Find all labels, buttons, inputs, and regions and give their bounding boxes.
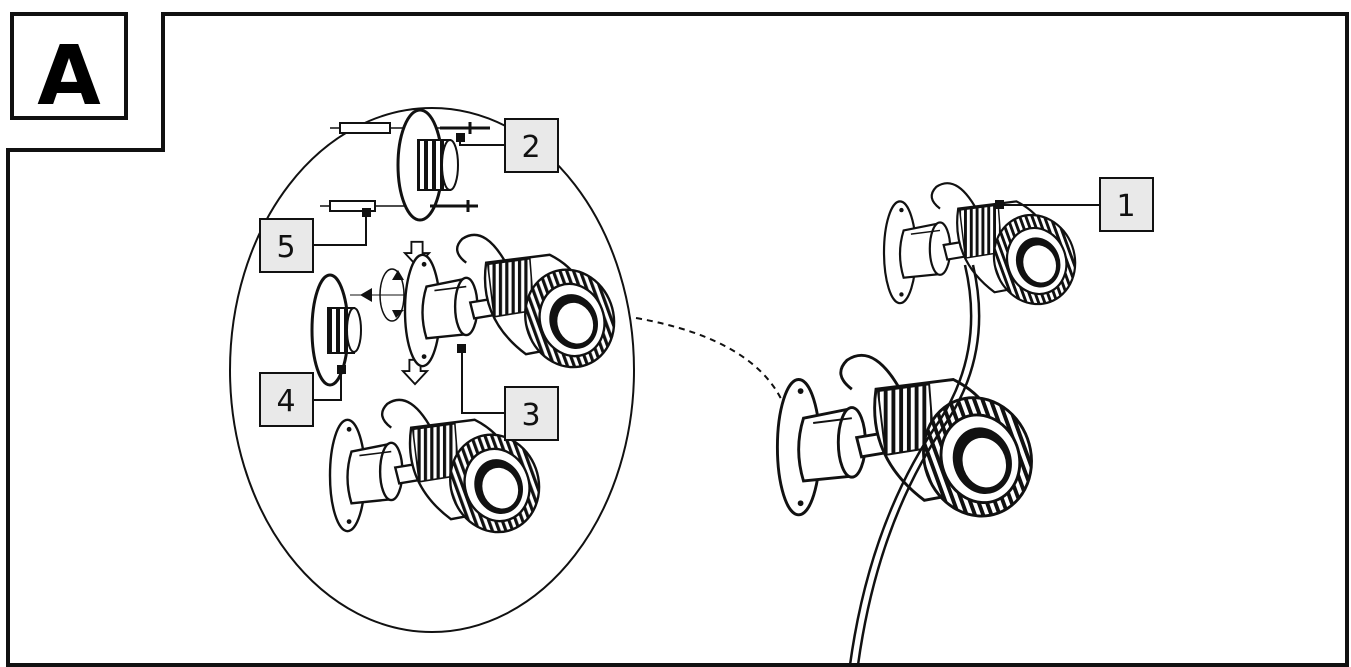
callout-markers	[337, 133, 1004, 374]
wall-plug-icon	[339, 122, 391, 134]
callout-leaders	[313, 138, 1100, 414]
power-cable	[856, 264, 981, 666]
callout-5-label: 5	[276, 230, 295, 265]
callout-5: 5	[259, 218, 314, 273]
section-letter: A	[37, 29, 101, 124]
callout-2: 2	[504, 118, 559, 173]
wall-plug-icon	[329, 200, 376, 212]
callout-2-label: 2	[521, 130, 540, 165]
callout-3: 3	[504, 386, 559, 441]
screw-icon	[430, 200, 478, 212]
callout-1: 1	[1099, 177, 1154, 232]
wall-spotlight-icon	[775, 353, 1050, 533]
rotate-arrows-icon	[350, 268, 440, 322]
callout-1-label: 1	[1116, 189, 1135, 224]
screw-icon	[440, 122, 490, 134]
mounting-plate-middle	[310, 273, 362, 387]
section-letter-box	[10, 12, 128, 120]
power-cable	[848, 264, 973, 666]
callout-3-label: 3	[521, 398, 540, 433]
detail-leader-dashed	[635, 317, 787, 411]
wall-spotlight-icon	[882, 182, 1089, 317]
callout-4-label: 4	[276, 384, 295, 419]
mounting-plate-top	[320, 108, 490, 222]
frame-border	[6, 12, 1349, 667]
callout-4: 4	[259, 372, 314, 427]
